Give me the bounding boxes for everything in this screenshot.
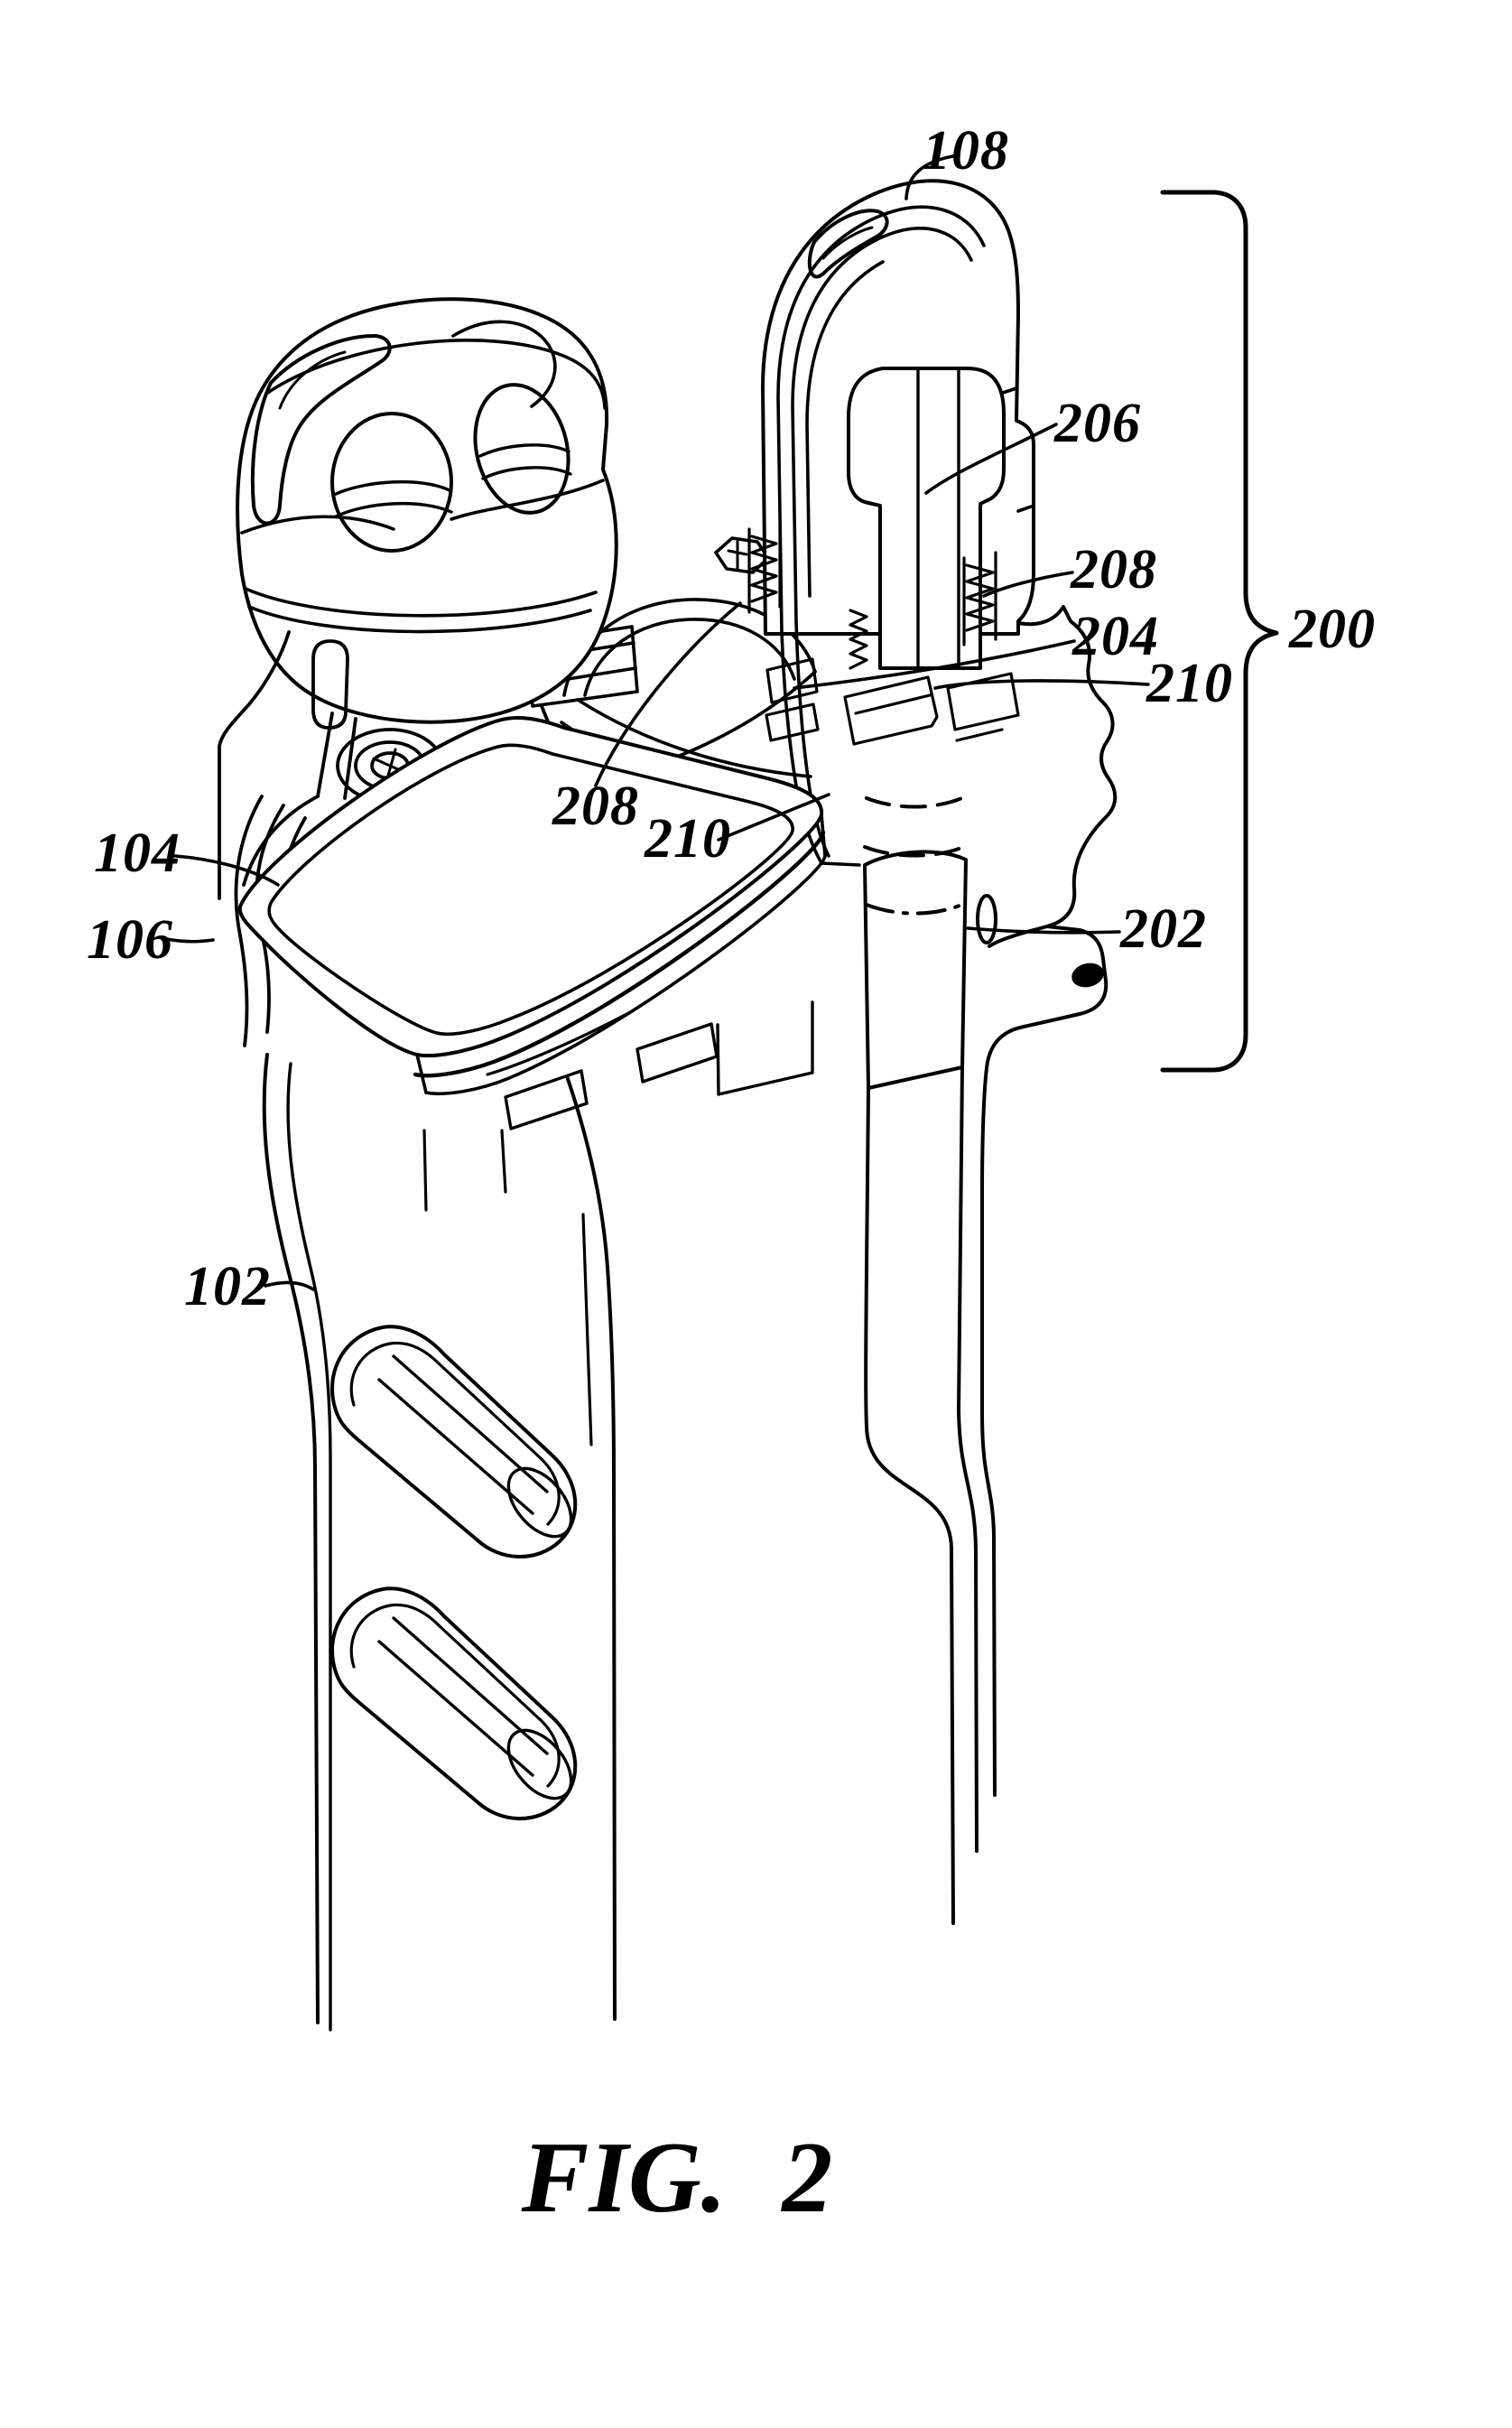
ref-label-204: 204 xyxy=(1072,606,1159,667)
ref-label-208-mid: 208 xyxy=(552,776,639,837)
collar-210 xyxy=(843,675,939,746)
handle-102 xyxy=(262,1053,617,2032)
spring-seal-stack xyxy=(747,522,1020,746)
seal-plate-204b xyxy=(765,702,820,742)
cap-top-slot xyxy=(807,209,889,279)
leader-106 xyxy=(164,937,215,944)
ratchet-teeth xyxy=(849,609,868,670)
spring-right-posts xyxy=(962,551,997,647)
ref-label-210-mid: 210 xyxy=(645,808,731,870)
handle-slot-upper xyxy=(330,1325,578,1558)
ref-label-102: 102 xyxy=(184,1256,271,1317)
leader-108 xyxy=(904,153,960,200)
pin-dot xyxy=(1071,963,1104,988)
neck-pill-slot xyxy=(311,639,349,730)
ref-label-206: 206 xyxy=(1054,393,1141,454)
ref-label-208-right: 208 xyxy=(1071,539,1157,600)
spring-left-208 xyxy=(750,535,778,603)
pin-hole-outline xyxy=(976,894,997,944)
spring-right-208 xyxy=(965,563,995,632)
housing-section-outline xyxy=(976,605,1118,1797)
hidden-ring-dashed xyxy=(865,795,968,809)
knob-oval-center xyxy=(330,412,453,553)
ref-label-210-right: 210 xyxy=(1146,653,1233,714)
leader-202 xyxy=(966,926,1121,935)
leader-102 xyxy=(264,1280,315,1291)
leader-210-mid xyxy=(717,793,830,842)
ref-label-200: 200 xyxy=(1289,599,1376,660)
leader-204 xyxy=(793,639,1076,690)
leader-210-right xyxy=(933,679,1150,690)
ref-label-108: 108 xyxy=(923,120,1009,181)
tray-foot-tab xyxy=(635,1022,719,1084)
tube-202 xyxy=(863,795,979,1925)
leader-206 xyxy=(924,423,1058,495)
handle-slot-lower xyxy=(330,1586,578,1820)
figure-caption: FIG. 2 xyxy=(521,2122,833,2234)
leader-lines xyxy=(164,153,1150,1291)
leader-208-right xyxy=(982,571,1074,598)
wavy-edge-106 xyxy=(234,795,264,1047)
knob-slot xyxy=(250,334,392,526)
seal-plate-204 xyxy=(765,657,819,704)
knob xyxy=(236,297,618,724)
tray-platform xyxy=(237,715,827,1130)
collar-210-right xyxy=(946,672,1020,731)
leader-208-mid xyxy=(594,601,742,787)
hidden-ring-dashed xyxy=(863,843,969,858)
knob-oval-right xyxy=(473,383,570,515)
ref-label-104: 104 xyxy=(94,823,181,884)
spring-left-posts xyxy=(747,522,782,614)
ref-label-202: 202 xyxy=(1120,898,1207,960)
tray-foot-tab xyxy=(504,1069,589,1130)
ref-label-106: 106 xyxy=(87,909,173,971)
hidden-ring-dashdot xyxy=(865,901,968,916)
leader-104 xyxy=(173,854,280,887)
brace-200 xyxy=(1160,190,1279,1073)
